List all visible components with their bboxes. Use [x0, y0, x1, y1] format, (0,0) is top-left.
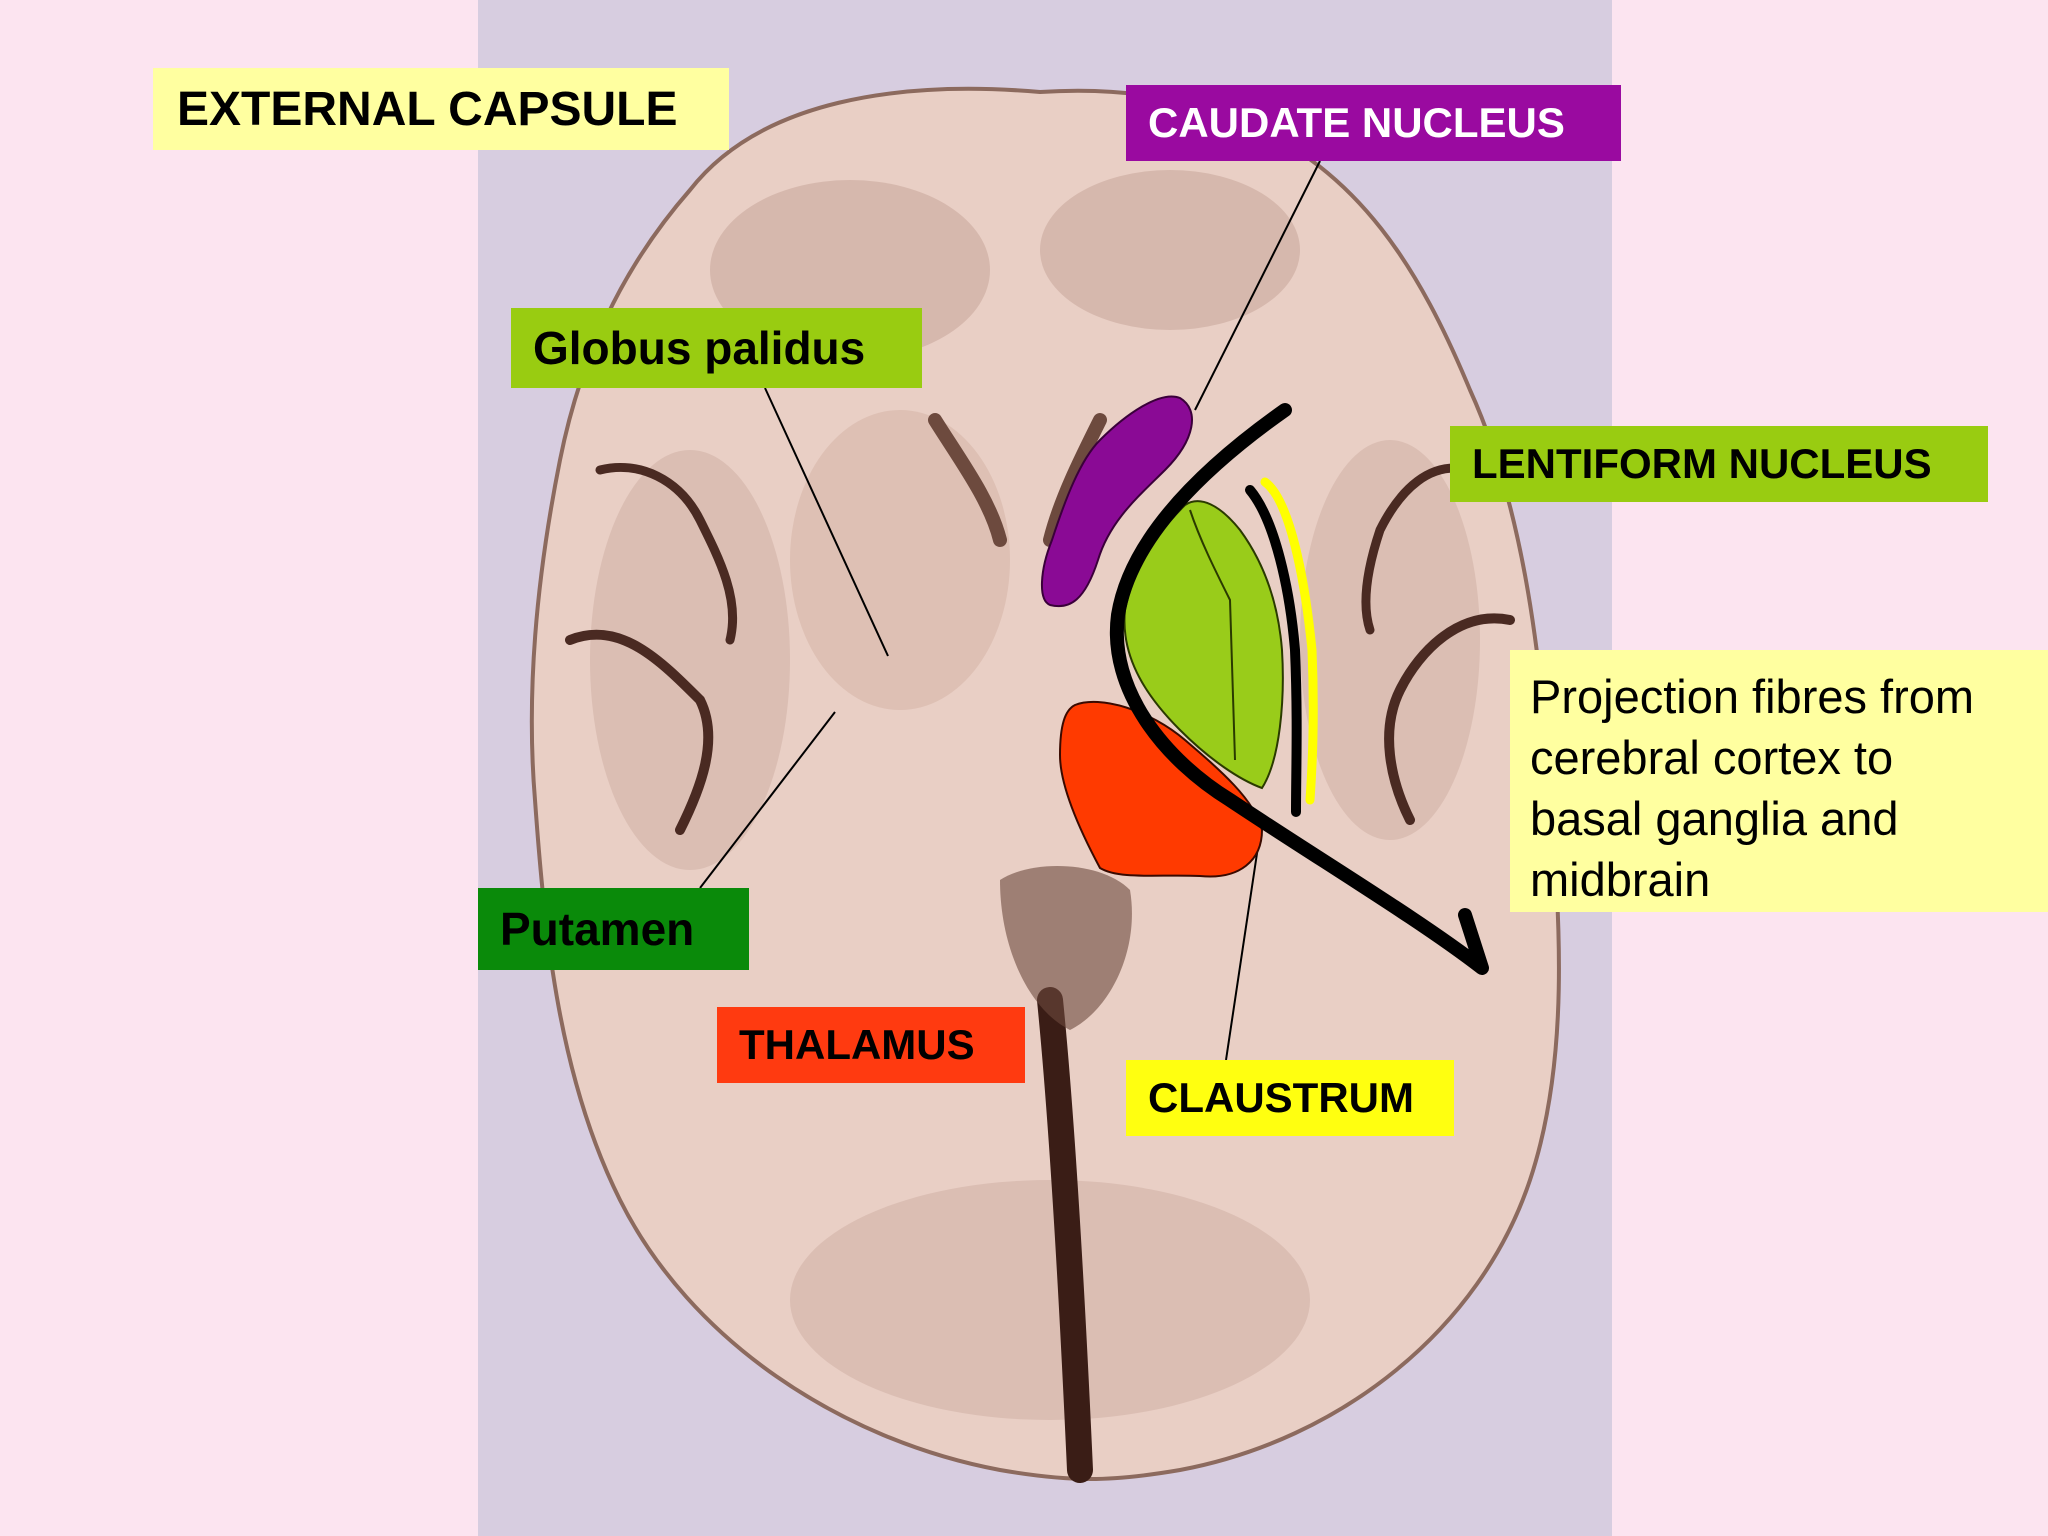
left-sylvian-fissure	[565, 629, 714, 835]
right-frontal-gray-matter	[1040, 170, 1300, 330]
projection-fibres-line-3: basal ganglia and	[1530, 792, 1899, 845]
caudate-leader-line	[1194, 160, 1321, 411]
globus-palidus-division-line	[1189, 509, 1236, 761]
right-insula-gray-matter	[1300, 440, 1480, 840]
projection-fibres-line-4: midbrain	[1530, 853, 1711, 906]
globus-palidus-leader-line	[764, 387, 889, 657]
left-lateral-sulcus	[595, 462, 738, 645]
caudate-nucleus-shape	[1040, 395, 1193, 608]
putamen-leader-line	[699, 711, 836, 889]
interhemispheric-fissure	[1037, 987, 1093, 1483]
midbrain-region	[1000, 866, 1132, 1030]
lentiform-nucleus-label: LENTIFORM NUCLEUS	[1450, 426, 1988, 502]
left-basal-ganglia-region	[790, 410, 1010, 710]
claustrum-shape	[1260, 477, 1318, 805]
globus-palidus-label: Globus palidus	[511, 308, 922, 388]
external-capsule-label: EXTERNAL CAPSULE	[153, 68, 729, 150]
thalamus-shape	[1058, 701, 1264, 878]
projection-fibres-line-1: Projection fibres from	[1530, 670, 1975, 723]
claustrum-label: CLAUSTRUM	[1126, 1060, 1454, 1136]
claustrum-leader-line	[1225, 819, 1263, 1061]
left-insula-gray-matter	[590, 450, 790, 870]
thalamus-label: THALAMUS	[717, 1007, 1025, 1083]
caudate-nucleus-label: CAUDATE NUCLEUS	[1126, 85, 1621, 161]
projection-fibres-line-2: cerebral cortex to	[1530, 731, 1894, 784]
external-capsule-shape	[1245, 485, 1302, 817]
frontal-ventricle	[928, 413, 1107, 547]
projection-fibres-label: Projection fibres from cerebral cortex t…	[1510, 650, 2048, 912]
putamen-label: Putamen	[478, 888, 749, 970]
occipital-gray-matter	[790, 1180, 1310, 1420]
projection-fibres-arrow	[1109, 403, 1489, 975]
right-sylvian-fissure	[1384, 613, 1515, 825]
right-lateral-sulcus	[1361, 463, 1475, 635]
